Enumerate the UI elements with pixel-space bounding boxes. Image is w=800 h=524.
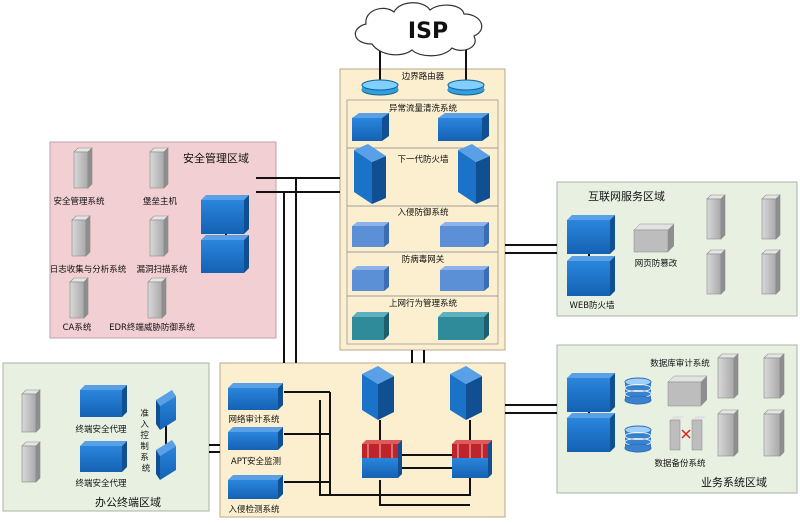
sec-item-0: 安全管理系统: [53, 196, 105, 207]
tamper-device: [633, 223, 675, 253]
ips-device-right: [440, 222, 489, 247]
db-backup-label: 数据备份系统: [654, 458, 706, 469]
db-backup-device: [669, 416, 706, 451]
anomaly-cleaning-label: 异常流量清洗系统: [389, 103, 458, 114]
endpoint-agent-device-1: [80, 385, 127, 417]
core-switch-right: [452, 440, 492, 478]
server-icon: [21, 389, 41, 483]
core-switch-left: [362, 440, 402, 478]
isp-label: ISP: [408, 19, 448, 44]
apt-label: APT安全监测: [231, 456, 281, 467]
border-router-right: [447, 79, 485, 96]
waf-device-bottom: [567, 256, 615, 296]
server-icon: [717, 353, 785, 457]
sec-mgmt-device-bottom: [201, 235, 249, 273]
antivirus-device-left: [352, 266, 389, 291]
net-audit-label: 网络审计系统: [228, 414, 280, 425]
anomaly-cleaning-device-right: [438, 113, 489, 141]
isp-cloud: ISP: [354, 2, 483, 57]
biz-device-bottom: [567, 413, 615, 452]
business-title: 业务系统区域: [701, 476, 767, 489]
endpoint-agent-label-1: 终端安全代理: [75, 424, 127, 435]
sec-item-3: 漏洞扫描系统: [136, 264, 188, 275]
nac-char-0: 准: [140, 408, 149, 419]
core-firewall-left: [362, 366, 394, 420]
sec-item-4: CA系统: [63, 322, 92, 333]
database-icon: [624, 425, 652, 453]
waf-device-top: [567, 215, 615, 254]
nac-device-top: [156, 390, 176, 430]
security-mgmt-title: 安全管理区域: [183, 151, 249, 165]
server-icon: [69, 147, 169, 319]
sec-mgmt-device-top: [201, 195, 249, 234]
antivirus-device-right: [440, 266, 489, 291]
internet-behavior-label: 上网行为管理系统: [389, 298, 458, 309]
core-firewall-right: [450, 366, 482, 420]
connection-lines: [165, 50, 590, 506]
border-router-left: [361, 79, 399, 96]
apt-device: [228, 427, 283, 450]
nac-char-5: 统: [142, 463, 151, 474]
db-audit-device: [667, 375, 708, 407]
net-audit-device: [228, 383, 283, 410]
database-icon: [624, 377, 652, 405]
internet-service-title: 互联网服务区域: [588, 190, 665, 203]
endpoint-agent-device-2: [80, 441, 127, 472]
ngfw-label: 下一代防火墙: [397, 154, 449, 165]
nac-char-1: 入: [140, 420, 149, 430]
sec-item-1: 堡垒主机: [143, 196, 178, 207]
biz-device-top: [567, 373, 615, 412]
ids-device: [228, 475, 283, 499]
nac-label: 准 入 控 制 系 统: [140, 408, 151, 474]
sec-item-5: EDR终端威胁防御系统: [109, 322, 195, 333]
office-title: 办公终端区域: [95, 495, 161, 509]
nac-device-bottom: [156, 440, 176, 480]
endpoint-agent-label-2: 终端安全代理: [75, 478, 127, 489]
core-stack-inner-boxes: [346, 99, 499, 345]
ips-label: 入侵防御系统: [397, 207, 449, 218]
nac-char-2: 控: [140, 430, 149, 441]
behavior-device-right: [438, 312, 489, 340]
tamper-label: 网页防篡改: [635, 258, 678, 269]
server-icon: [706, 194, 781, 295]
ips-device-left: [352, 222, 389, 247]
db-audit-label: 数据库审计系统: [650, 358, 710, 369]
ids-label: 入侵检测系统: [228, 504, 280, 515]
waf-label: WEB防火墙: [569, 300, 615, 311]
ngfw-device-right: [458, 144, 490, 204]
sec-item-2: 日志收集与分析系统: [50, 264, 127, 275]
antivirus-gateway-label: 防病毒网关: [402, 254, 445, 265]
nac-char-4: 系: [140, 452, 149, 463]
border-router-label: 边界路由器: [402, 71, 445, 82]
nac-char-3: 制: [140, 441, 149, 452]
anomaly-cleaning-device-left: [352, 113, 389, 141]
behavior-device-left: [352, 312, 389, 340]
ngfw-device-left: [354, 144, 386, 204]
